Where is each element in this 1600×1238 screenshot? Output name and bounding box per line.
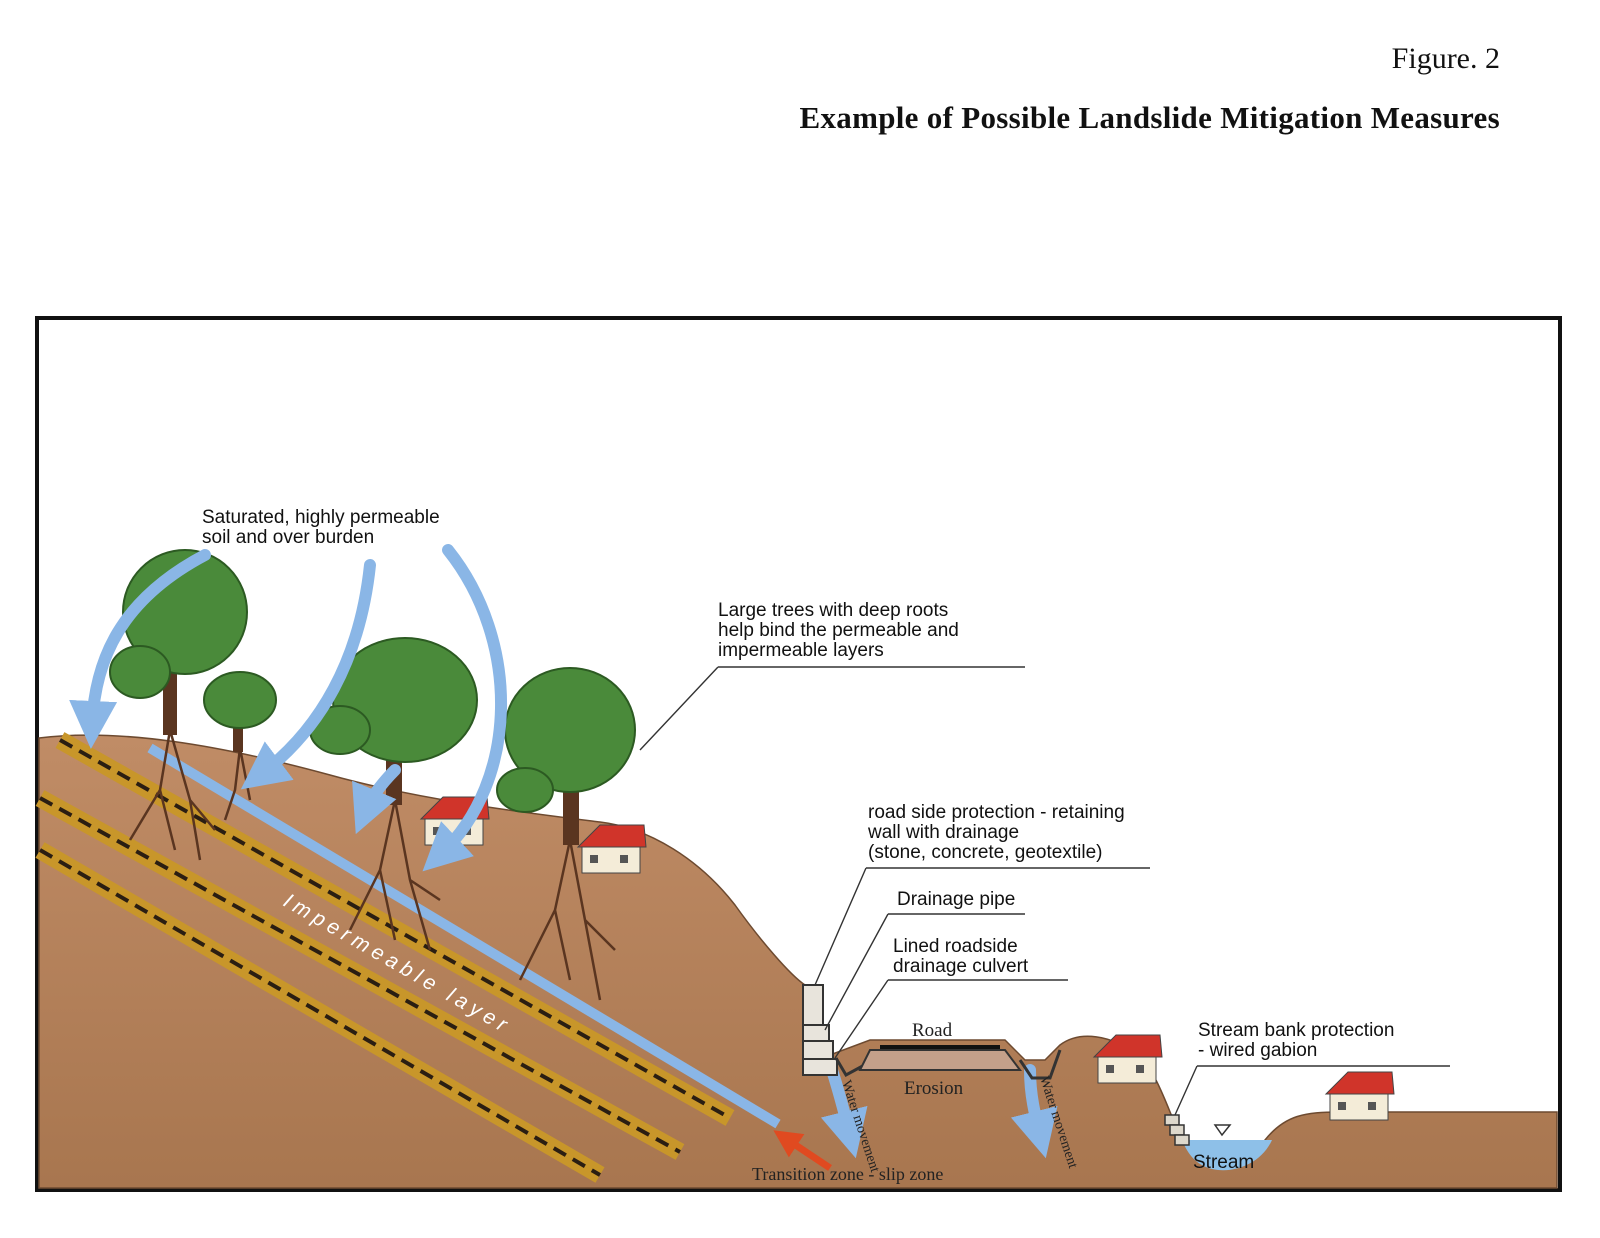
label-saturated-soil: Saturated, highly permeable	[202, 507, 440, 528]
figure-number: Figure. 2	[1391, 42, 1500, 75]
tree	[203, 671, 277, 752]
water-level-marker	[1213, 1124, 1232, 1137]
tree	[309, 637, 478, 805]
label-retaining-wall: road side protection - retaining	[868, 802, 1125, 823]
label-road: Road	[912, 1020, 953, 1041]
slip-zone-arrow	[773, 1130, 832, 1171]
label-large-trees: Large trees with deep roots	[718, 600, 948, 621]
label-large-trees-2: help bind the permeable and	[718, 620, 959, 641]
label-stream-bank: Stream bank protection	[1198, 1020, 1394, 1041]
figure-title: Example of Possible Landslide Mitigation…	[799, 100, 1500, 135]
tree	[109, 549, 248, 735]
road-bed	[858, 1049, 1022, 1071]
water-arrow	[820, 1064, 868, 1159]
leader-lines	[639, 666, 1450, 1116]
retaining-wall	[802, 984, 838, 1076]
label-retaining-wall-2: wall with drainage	[867, 822, 1019, 843]
stratum-band	[38, 848, 602, 1177]
water-arrow	[69, 549, 211, 749]
house	[1092, 1034, 1163, 1084]
label-saturated-soil-2: soil and over burden	[202, 527, 374, 548]
impermeable-layer-band	[147, 743, 781, 1129]
label-erosion: Erosion	[904, 1078, 964, 1099]
label-drainage-pipe: Drainage pipe	[897, 889, 1015, 910]
water-arrow	[240, 559, 376, 790]
label-culvert-2: drainage culvert	[893, 956, 1029, 977]
wired-gabion	[1164, 1114, 1190, 1146]
tree	[496, 667, 636, 845]
label-stream: Stream	[1193, 1152, 1254, 1173]
water-arrow	[352, 764, 401, 835]
label-stream-bank-2: - wired gabion	[1198, 1040, 1317, 1061]
label-culvert: Lined roadside	[893, 936, 1018, 957]
house	[1324, 1071, 1395, 1121]
water-arrow	[422, 544, 507, 872]
label-retaining-wall-3: (stone, concrete, geotextile)	[868, 842, 1102, 863]
strata-layers	[35, 732, 735, 1183]
trees	[109, 549, 636, 845]
house	[576, 824, 647, 874]
stratum-band	[39, 796, 681, 1154]
stratum-band	[59, 738, 731, 1120]
stream-water	[1182, 1140, 1272, 1171]
drainage-culvert-right	[1018, 1049, 1062, 1080]
label-large-trees-3: impermeable layers	[718, 640, 884, 661]
label-transition-zone: Transition zone - slip zone	[752, 1164, 943, 1184]
houses	[419, 796, 1395, 1121]
